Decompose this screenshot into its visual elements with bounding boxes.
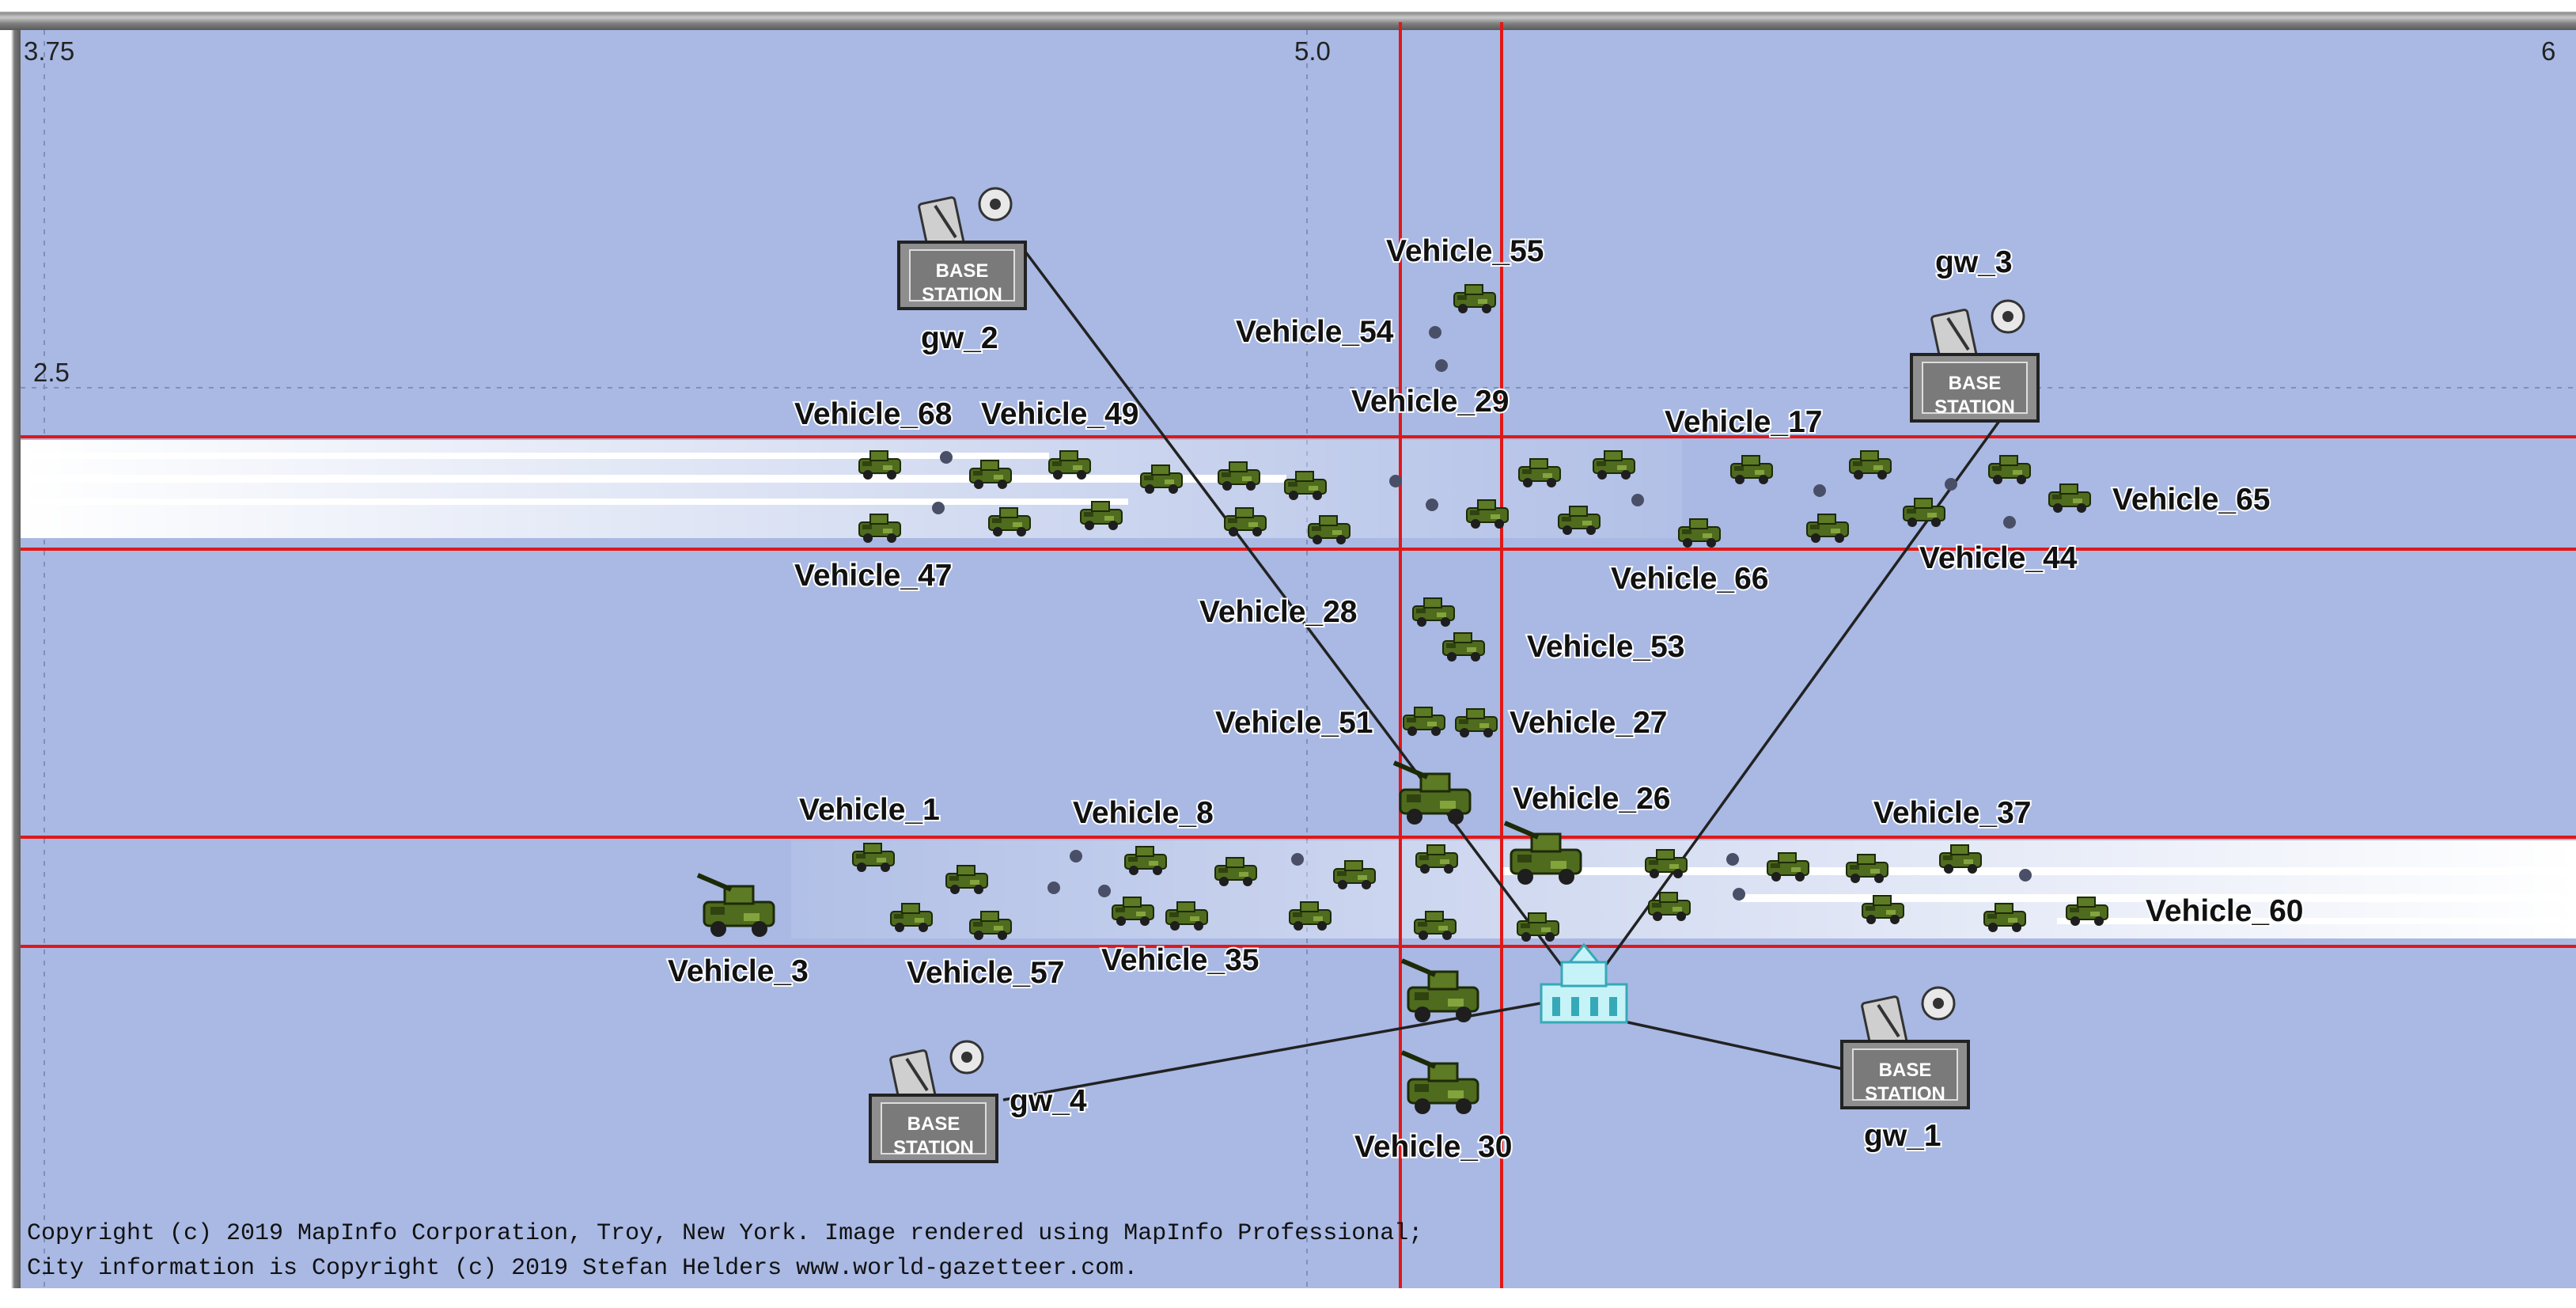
gateway-gw3[interactable]: BASE STATION gw_3 [1910, 244, 2040, 423]
window-top-border [0, 0, 2576, 30]
axis-x-label: 6 [2541, 36, 2555, 66]
vehicle-label: Vehicle_44 [1919, 541, 2078, 575]
base-station-sign: BASE [936, 260, 989, 282]
vehicle-label: Vehicle_3 [668, 954, 809, 988]
vehicle-label: Vehicle_28 [1199, 595, 1358, 629]
map-background [21, 30, 2576, 1288]
base-station-sign: STATION [922, 284, 1002, 305]
vehicle-label: Vehicle_17 [1665, 405, 1823, 439]
gateway-label: gw_4 [1010, 1084, 1087, 1118]
axis-x-label: 5.0 [1294, 36, 1331, 66]
vehicle-label: Vehicle_66 [1611, 562, 1769, 596]
base-station-sign: STATION [893, 1137, 974, 1158]
road-lines [21, 22, 2576, 1288]
vehicle-label: Vehicle_68 [794, 397, 953, 431]
vehicle-label: Vehicle_37 [1873, 796, 2032, 830]
gateway-gw1[interactable]: BASE STATION gw_1 [1840, 986, 1970, 1154]
axis-x-label: 3.75 [24, 36, 74, 66]
vehicle-label: Vehicle_35 [1101, 943, 1260, 977]
base-station-sign: BASE [1879, 1060, 1932, 1081]
vehicle-label: Vehicle_29 [1351, 385, 1510, 419]
vehicle-label: Vehicle_26 [1513, 782, 1671, 816]
gateway-gw4[interactable]: BASE STATION gw_4 [869, 1040, 1089, 1163]
vehicle-label: Vehicle_57 [907, 956, 1065, 990]
vehicle-label: Vehicle_54 [1236, 315, 1394, 349]
vehicle-label: Vehicle_27 [1510, 706, 1668, 740]
window-left-border [0, 30, 21, 1288]
vehicle-label: Vehicle_49 [981, 397, 1139, 431]
sensor-nodes [932, 326, 2032, 900]
vehicle-label: Vehicle_30 [1354, 1130, 1513, 1164]
vehicle-label: Vehicle_1 [799, 793, 940, 827]
vehicle-label: Vehicle_53 [1527, 630, 1685, 664]
server-building-icon[interactable] [1540, 942, 1628, 1024]
vehicle-label: Vehicle_65 [2112, 483, 2271, 517]
base-station-sign: BASE [907, 1113, 960, 1135]
vehicle-label: Vehicle_55 [1386, 234, 1544, 268]
upper-highway-trails [21, 440, 1682, 538]
vehicle-label: Vehicle_51 [1215, 706, 1373, 740]
copyright-line: City information is Copyright (c) 2019 S… [27, 1255, 1138, 1282]
axis-y-label: 2.5 [33, 358, 70, 387]
gateway-label: gw_3 [1935, 245, 2013, 279]
gateway-label: gw_1 [1864, 1119, 1941, 1153]
lower-highway-trails [791, 840, 2576, 938]
base-station-sign: BASE [1949, 373, 2002, 394]
copyright-line: Copyright (c) 2019 MapInfo Corporation, … [27, 1220, 1422, 1247]
grid-lines [21, 30, 2576, 1288]
vehicle-label: Vehicle_47 [794, 559, 953, 593]
gateway-label: gw_2 [921, 321, 998, 355]
vehicle-label: Vehicle_60 [2146, 894, 2304, 928]
base-station-sign: STATION [1865, 1083, 1945, 1105]
gateway-gw2[interactable]: BASE STATION gw_2 [897, 187, 1027, 357]
vehicle-labels: Vehicle_55 Vehicle_54 Vehicle_29 Vehicle… [666, 233, 2305, 1166]
base-station-sign: STATION [1934, 396, 2015, 418]
vehicle-label: Vehicle_8 [1073, 796, 1214, 830]
